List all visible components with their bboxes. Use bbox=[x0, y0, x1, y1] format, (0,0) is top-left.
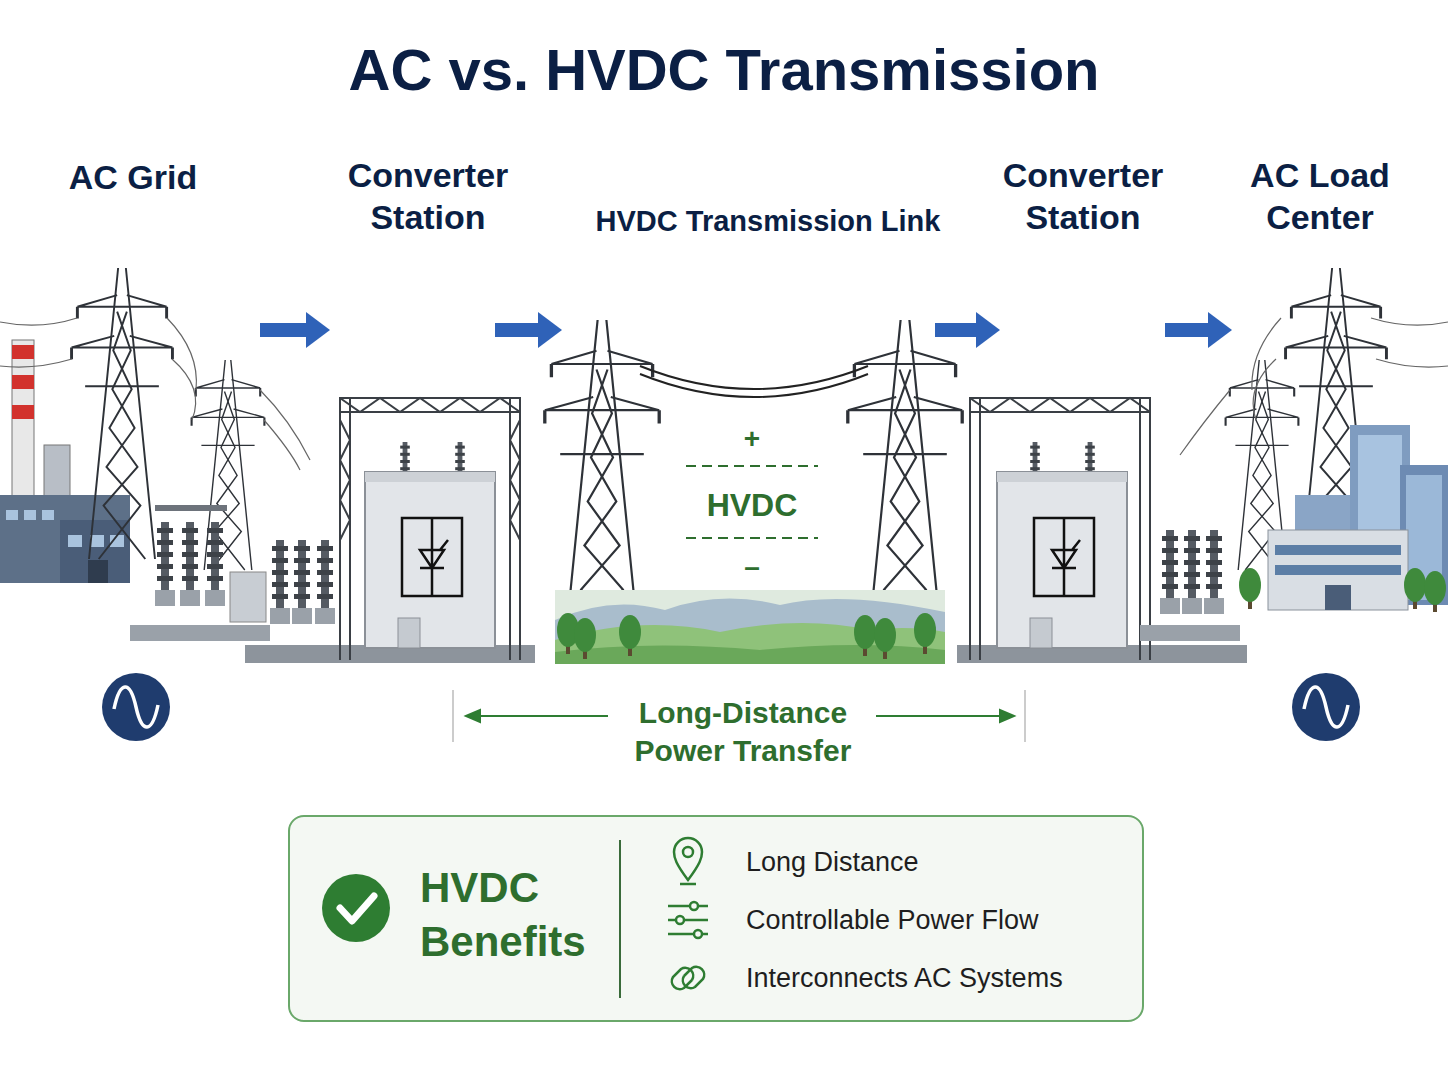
benefit-item: Long Distance bbox=[746, 845, 919, 879]
stage-heading: HVDC Transmission Link bbox=[558, 200, 978, 242]
stage-region: AC Grid bbox=[0, 150, 260, 670]
diagram-title: AC vs. HVDC Transmission bbox=[0, 36, 1448, 103]
stage-region: HVDC Transmission Link bbox=[562, 150, 935, 670]
hvdc-label: HVDC bbox=[672, 486, 832, 524]
benefit-item: Interconnects AC Systems bbox=[746, 961, 1063, 995]
polarity-plus: + bbox=[722, 422, 782, 456]
flow-arrow bbox=[495, 312, 562, 348]
benefits-panel: HVDC Benefits Long DistanceControllable P… bbox=[288, 815, 1144, 1022]
stage-region: Converter Station bbox=[330, 150, 495, 670]
stage-heading: Converter Station bbox=[328, 154, 528, 238]
city bbox=[1239, 425, 1448, 612]
panel-background bbox=[289, 816, 1143, 1021]
stage-region: AC Load Center bbox=[1232, 150, 1448, 670]
flow-arrow bbox=[260, 312, 330, 348]
distance-label: Long-Distance Power Transfer bbox=[618, 694, 868, 770]
right-converter-station bbox=[957, 398, 1247, 663]
flow-arrow bbox=[935, 312, 1000, 348]
stage-heading: AC Grid bbox=[23, 156, 243, 198]
landscape bbox=[555, 366, 945, 664]
panel-heading: HVDC Benefits bbox=[420, 861, 620, 969]
polarity-minus: – bbox=[722, 550, 782, 584]
stage-heading: Converter Station bbox=[983, 154, 1183, 238]
flow-arrow bbox=[1165, 312, 1232, 348]
benefit-item: Controllable Power Flow bbox=[746, 903, 1039, 937]
stage-heading: AC Load Center bbox=[1235, 154, 1405, 238]
benefit-icons bbox=[322, 838, 708, 998]
stage-region: Converter Station bbox=[1000, 150, 1165, 670]
ac-wires bbox=[0, 318, 1448, 470]
left-converter-station bbox=[130, 398, 535, 663]
